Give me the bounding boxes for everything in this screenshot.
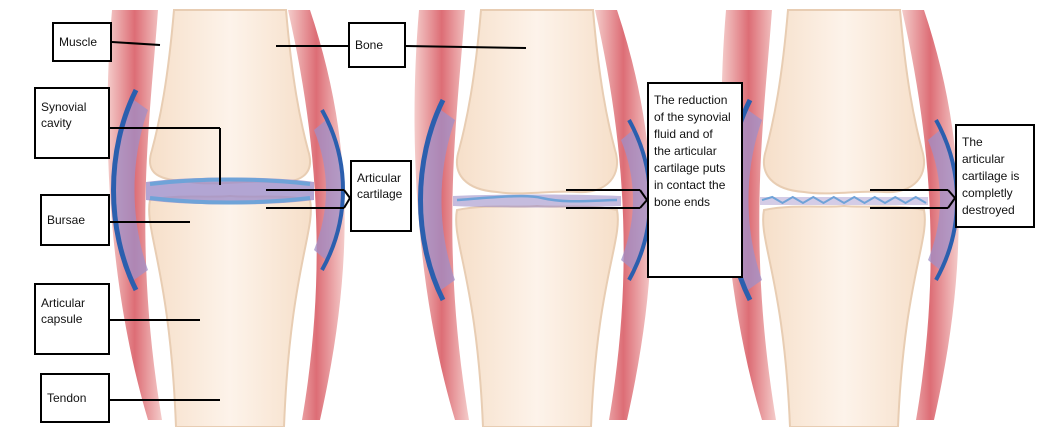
label-reduction-note: The reduction of the synovial fluid and …: [647, 82, 743, 278]
label-articular-capsule: Articular capsule: [34, 283, 110, 355]
knee-panel-3: [722, 10, 959, 427]
tibia-bone: [763, 206, 925, 427]
tibia-bone: [456, 206, 618, 427]
label-bone: Bone: [348, 22, 406, 68]
label-destroyed-note: The articular cartilage is completly des…: [955, 124, 1035, 228]
label-articular-cartilage: Articular cartilage: [350, 160, 412, 232]
knee-panel-2: [415, 10, 652, 427]
label-tendon: Tendon: [40, 373, 110, 423]
label-muscle: Muscle: [52, 22, 112, 62]
tibia-bone: [149, 196, 311, 427]
label-synovial-cavity: Synovial cavity: [34, 87, 110, 159]
femur-bone: [150, 10, 310, 183]
femur-bone: [457, 10, 617, 193]
knee-panel-1: [108, 10, 345, 427]
femur-bone: [764, 10, 924, 193]
label-bursae: Bursae: [40, 194, 110, 246]
